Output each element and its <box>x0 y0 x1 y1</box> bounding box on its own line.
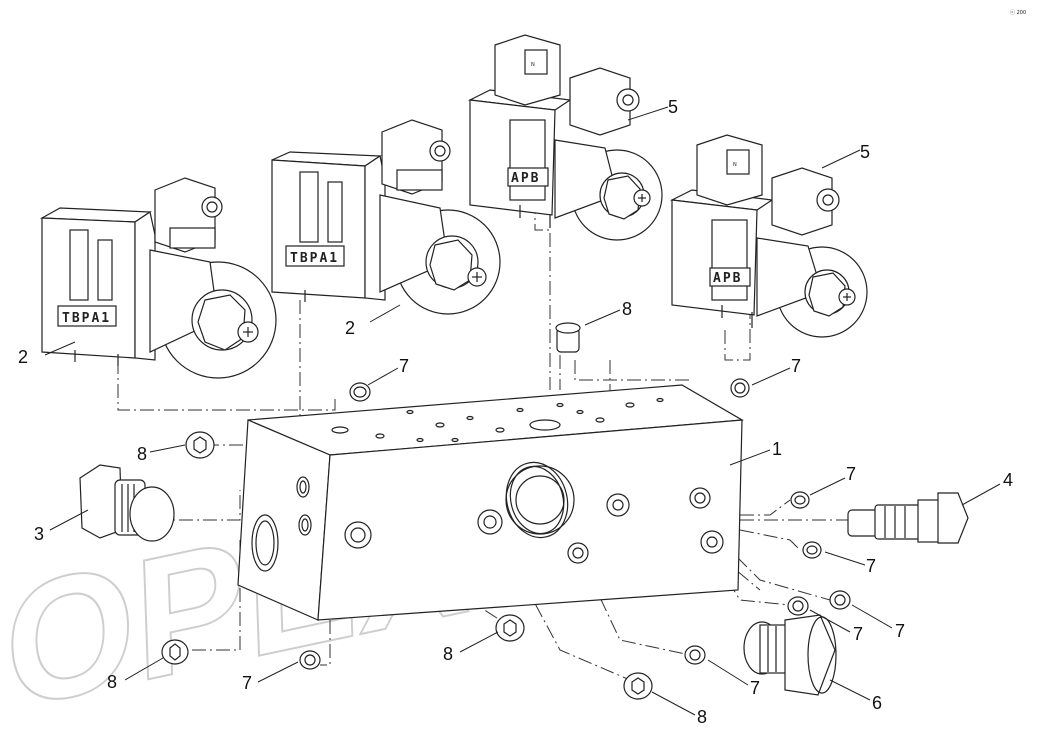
plug-7-top-left <box>349 382 371 402</box>
screw-8-left <box>185 431 215 459</box>
o-ring-large <box>505 461 569 539</box>
callout-2-left: 2 <box>18 347 28 367</box>
small-plugs-7 <box>299 378 851 670</box>
callout-7-right-1: 7 <box>846 464 856 484</box>
callout-8-bottom-right: 8 <box>697 707 707 727</box>
solenoid-valve-5-top: АРВ N <box>467 34 663 241</box>
plate-tvra1-middle: ТВРА1 <box>290 251 339 266</box>
manifold-block <box>237 384 744 621</box>
plug-7-bottom-left <box>299 650 321 670</box>
screw-8-top <box>555 322 581 353</box>
screw-8-bottom-mid <box>495 614 525 642</box>
plug-fitting-6 <box>743 614 837 696</box>
plate-arv-right: АРВ <box>713 271 742 286</box>
leader-lines <box>44 106 1001 716</box>
o-ring-front <box>251 514 279 572</box>
plug-7-bottom-mid <box>684 645 706 665</box>
callout-8-bottom-mid: 8 <box>443 644 453 664</box>
callout-7-bottom-mid: 7 <box>750 678 760 698</box>
callout-labels: 2 2 5 5 8 7 7 8 1 3 4 7 7 7 7 8 8 7 7 8 … <box>18 97 1013 727</box>
socket-screws-8 <box>161 322 653 700</box>
callout-4: 4 <box>1003 470 1013 490</box>
front-face-ports <box>296 476 312 536</box>
plug-7-top-right <box>730 378 750 398</box>
callout-6: 6 <box>872 693 882 713</box>
plug-7-right-2 <box>802 541 822 559</box>
callout-7-right-4: 7 <box>853 624 863 644</box>
right-face-ports <box>344 465 724 564</box>
corner-mark: ⓒ 200 <box>1010 9 1026 16</box>
plug-7-right-4 <box>787 596 809 616</box>
cartridge-valve-4 <box>847 492 969 544</box>
callout-7-right-3: 7 <box>895 621 905 641</box>
svg-text:N: N <box>531 62 535 68</box>
callout-7-top-left: 7 <box>399 356 409 376</box>
callout-7-right-2: 7 <box>866 556 876 576</box>
plug-fitting-3 <box>79 464 175 542</box>
solenoid-valve-2-left: ТВРА1 <box>39 177 277 379</box>
callout-7-top-right: 7 <box>791 356 801 376</box>
solenoid-valve-5-right: АРВ N <box>669 134 868 338</box>
callout-2-middle: 2 <box>345 318 355 338</box>
callout-1: 1 <box>772 439 782 459</box>
svg-text:N: N <box>733 162 737 168</box>
callout-8-left: 8 <box>137 444 147 464</box>
callout-7-bottom-left: 7 <box>242 673 252 693</box>
screw-8-bottom-right <box>623 672 653 700</box>
callout-8-top: 8 <box>622 299 632 319</box>
callout-3: 3 <box>34 524 44 544</box>
plate-tvra1-left: ТВРА1 <box>62 311 111 326</box>
plug-7-right-1 <box>790 491 810 509</box>
callout-5-top: 5 <box>668 97 678 117</box>
solenoid-valve-2-middle: ТВРА1 <box>271 119 501 315</box>
plate-arv-top: АРВ <box>511 171 540 186</box>
plug-7-right-3 <box>829 590 851 610</box>
callout-5-right: 5 <box>860 142 870 162</box>
top-face-ports <box>331 397 664 443</box>
callout-8-bottom-left: 8 <box>107 672 117 692</box>
screw-8-bottom-left <box>161 639 189 665</box>
